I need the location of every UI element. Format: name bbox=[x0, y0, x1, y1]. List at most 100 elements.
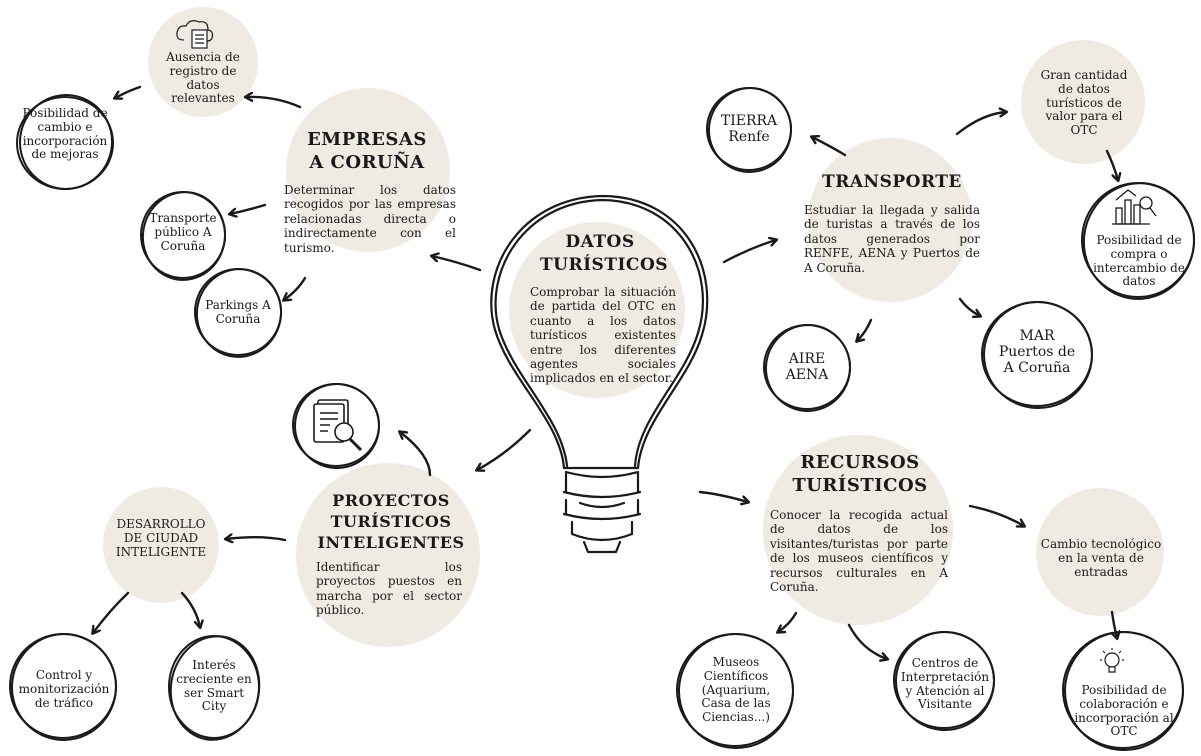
aire-line1: AIRE bbox=[788, 351, 826, 367]
blob-ausencia bbox=[148, 7, 258, 117]
center-description: Comprobar la situación de partida del OT… bbox=[530, 285, 676, 386]
blob-transporte bbox=[808, 138, 972, 302]
ring-transporte-publico-2 bbox=[141, 191, 227, 281]
center-title-line1: DATOS bbox=[565, 232, 635, 252]
arrow-center-empresas bbox=[432, 256, 482, 272]
proyectos-title-line2: TURÍSTICOS bbox=[330, 511, 452, 531]
museos-text: Museos Científicos (Aquarium, Casa de la… bbox=[701, 655, 771, 725]
arrow-center-recursos bbox=[698, 490, 748, 502]
tierra-line2: Renfe bbox=[728, 129, 770, 146]
parkings-text: Parkings A Coruña bbox=[205, 298, 271, 326]
ausencia-text: Ausencia de registro de datos relevantes bbox=[166, 50, 240, 106]
ring-interes-2 bbox=[169, 635, 261, 741]
recursos-title: RECURSOS TURÍSTICOS bbox=[785, 451, 935, 498]
arrow-center-proyectos bbox=[477, 428, 532, 470]
arrow-recursos-centros bbox=[847, 623, 887, 659]
arrow-ausencia-posibilidad bbox=[115, 85, 142, 98]
tierra-text: TIERRA Renfe bbox=[709, 113, 789, 145]
empresas-title: EMPRESAS A CORUÑA bbox=[292, 128, 442, 175]
proyectos-title-line3: INTELIGENTES bbox=[317, 532, 465, 552]
arrow-recursos-cambio bbox=[968, 504, 1024, 526]
ring-tierra-2 bbox=[707, 87, 793, 173]
control-text: Control y monitorización de tráfico bbox=[18, 668, 110, 710]
blob-desarrollo bbox=[103, 487, 219, 603]
blob-cambio bbox=[1036, 488, 1164, 616]
arrow-empresas-parkings bbox=[284, 276, 307, 300]
recursos-title-line1: RECURSOS bbox=[800, 452, 920, 473]
desarrollo-line1: DESARROLLO bbox=[116, 517, 206, 531]
lightbulb-outline bbox=[490, 194, 709, 554]
desarrollo-line3: INTELIGENTE bbox=[115, 544, 207, 559]
tierra-line1: TIERRA bbox=[720, 113, 778, 129]
mar-line2: Puertos de bbox=[998, 344, 1076, 361]
blob-proyectos bbox=[296, 463, 480, 647]
ring-aire-2 bbox=[764, 324, 852, 412]
empresas-title-line1: EMPRESAS bbox=[307, 129, 427, 150]
document-search-icon bbox=[313, 399, 363, 452]
transporte-publico-text: Transporte público A Coruña bbox=[149, 211, 217, 253]
arrow-recursos-museos bbox=[778, 611, 798, 632]
background-blobs bbox=[103, 7, 1164, 647]
arrow-transporte-mar bbox=[958, 297, 980, 316]
arrow-empresas-transporte bbox=[230, 203, 267, 214]
bulb-glass-inner bbox=[494, 198, 704, 468]
recursos-title-line2: TURÍSTICOS bbox=[792, 475, 928, 497]
ring-mar-2 bbox=[983, 300, 1093, 410]
center-title-line2: TURÍSTICOS bbox=[540, 254, 669, 275]
blob-recursos bbox=[763, 435, 953, 625]
posibilidad-text: Posibilidad de cambio e incorporación de… bbox=[22, 106, 108, 162]
transporte-description: Estudiar la llegada y salida de turistas… bbox=[804, 203, 980, 275]
ring-museos-2 bbox=[678, 633, 794, 749]
bar-chart-search-icon bbox=[1112, 189, 1157, 225]
ring-centros-2 bbox=[895, 631, 995, 731]
empresas-title-line2: A CORUÑA bbox=[309, 152, 425, 174]
arrow-cambio-colaboracion bbox=[1112, 610, 1117, 638]
desarrollo-line2: DE CIUDAD bbox=[123, 530, 199, 545]
aire-text: AIRE AENA bbox=[767, 351, 847, 383]
compra-text: Posibilidad de compra o intercambio de d… bbox=[1093, 233, 1185, 289]
ring-colaboracion-2 bbox=[1064, 631, 1184, 751]
centros-text: Centros de Interpretación y Atención al … bbox=[900, 656, 990, 712]
proyectos-title: PROYECTOS TURÍSTICOS INTELIGENTES bbox=[306, 491, 476, 553]
arrow-empresas-ausencia bbox=[246, 97, 302, 109]
desarrollo-text: DESARROLLO DE CIUDAD INTELIGENTE bbox=[111, 517, 211, 559]
cloud-document-icon bbox=[176, 20, 214, 49]
center-title: DATOS TURÍSTICOS bbox=[540, 231, 669, 277]
arrow-transporte-aire bbox=[857, 318, 873, 341]
arrow-proyectos-desarrollo bbox=[226, 537, 287, 540]
ring-doc-2 bbox=[294, 383, 380, 469]
gran-cantidad-text: Gran cantidad de datos turísticos de val… bbox=[1040, 68, 1128, 138]
proyectos-description: Identificar los proyectos puestos en mar… bbox=[316, 560, 462, 618]
mar-line1: MAR bbox=[1019, 328, 1055, 344]
aire-line2: AENA bbox=[785, 367, 829, 384]
arrow-center-transporte bbox=[722, 240, 776, 264]
mar-line3: A Coruña bbox=[1003, 360, 1071, 377]
arrow-desarrollo-interes bbox=[180, 591, 200, 627]
interes-text: Interés creciente en ser Smart City bbox=[176, 658, 252, 714]
arrow-transporte-tierra bbox=[812, 137, 847, 157]
colaboracion-text: Posibilidad de colaboración e incorporac… bbox=[1074, 683, 1174, 739]
blob-empresas bbox=[286, 88, 450, 252]
bulb-base bbox=[562, 470, 642, 554]
blob-gran-cantidad bbox=[1021, 40, 1145, 164]
ring-compra-2 bbox=[1082, 182, 1196, 300]
proyectos-title-line1: PROYECTOS bbox=[332, 491, 450, 510]
ring-parkings-2 bbox=[195, 268, 283, 358]
ring-posibilidad-2 bbox=[18, 94, 114, 190]
arrow-gran-compra bbox=[1105, 149, 1118, 180]
rings bbox=[9, 87, 1196, 751]
recursos-description: Conocer la recogida actual de datos de l… bbox=[770, 508, 948, 594]
cambio-text: Cambio tecnológico en la venta de entrad… bbox=[1040, 537, 1162, 579]
transporte-title: TRANSPORTE bbox=[822, 172, 962, 192]
bulb-glass bbox=[490, 194, 709, 470]
arrows bbox=[93, 85, 1118, 659]
arrow-transporte-gran bbox=[955, 112, 1006, 136]
arrow-proyectos-doc bbox=[400, 432, 432, 477]
arrow-desarrollo-control bbox=[93, 591, 130, 633]
empresas-description: Determinar los datos recogidos por las e… bbox=[284, 183, 456, 255]
blob-center bbox=[509, 222, 685, 398]
ring-control-2 bbox=[10, 633, 118, 741]
lightbulb-icon bbox=[1100, 648, 1124, 673]
mar-text: MAR Puertos de A Coruña bbox=[987, 328, 1087, 376]
